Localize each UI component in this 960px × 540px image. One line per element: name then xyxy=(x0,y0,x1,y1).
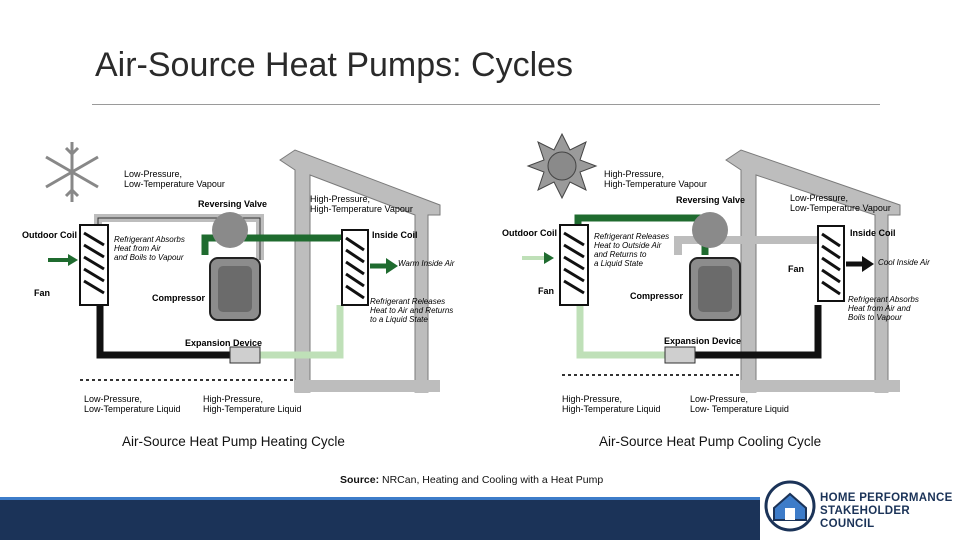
cooling-caption: Air-Source Heat Pump Cooling Cycle xyxy=(599,434,822,449)
heat-label-bot-low2: Low-Temperature Liquid xyxy=(84,404,181,414)
heat-label-warm: Warm Inside Air xyxy=(398,259,455,268)
house-wall-base xyxy=(741,380,900,392)
cool-label-bot-high1: High-Pressure, xyxy=(562,394,622,404)
pipe-high-liquid xyxy=(260,305,344,359)
heat-label-absorbs3: and Boils to Vapour xyxy=(114,253,184,262)
cool-label-fan-out: Fan xyxy=(538,286,554,296)
reversing-valve xyxy=(692,212,728,248)
logo-wordmark: HOME PERFORMANCE STAKEHOLDER COUNCIL xyxy=(820,492,960,531)
cool-label-compressor: Compressor xyxy=(630,291,684,301)
heat-label-top-low2: Low-Temperature Vapour xyxy=(124,179,225,189)
sun-icon xyxy=(526,132,598,200)
outdoor-coil xyxy=(559,224,589,306)
outdoor-coil xyxy=(79,224,109,306)
page-title: Air-Source Heat Pumps: Cycles xyxy=(95,46,574,84)
cool-label-top-low2: Low-Temperature Vapour xyxy=(790,203,891,213)
cool-label-fan-in: Fan xyxy=(788,264,804,274)
footer-accent-stripe xyxy=(0,497,760,502)
expansion-device xyxy=(229,346,261,364)
heat-label-releases2: Heat to Air and Returns xyxy=(370,306,453,315)
source-label: Source: xyxy=(340,474,380,486)
pipe-high-vapour xyxy=(201,234,344,255)
inside-coil xyxy=(341,229,369,306)
pipe-low-liquid xyxy=(96,300,230,359)
heat-label-bot-high2: High-Temperature Liquid xyxy=(203,404,302,414)
heat-label-releases1: Refrigerant Releases xyxy=(370,297,445,306)
heat-label-bot-low1: Low-Pressure, xyxy=(84,394,142,404)
cool-label-absorbs1: Refrigerant Absorbs xyxy=(848,295,919,304)
heat-label-top-high2: High-Temperature Vapour xyxy=(310,204,413,214)
heat-label-compressor: Compressor xyxy=(152,293,206,303)
heat-label-inside-coil: Inside Coil xyxy=(372,230,418,240)
hpsc-logo-icon xyxy=(764,480,816,532)
logo-line1: HOME PERFORMANCE xyxy=(820,492,953,504)
cool-label-releases1: Refrigerant Releases xyxy=(594,232,669,241)
snowflake-icon xyxy=(45,142,99,202)
heat-label-bot-high1: High-Pressure, xyxy=(203,394,263,404)
cool-label-expansion: Expansion Device xyxy=(664,336,741,346)
cool-label-releases4: a Liquid State xyxy=(594,259,643,268)
inside-coil xyxy=(817,225,845,302)
heat-label-top-high: High-Pressure, xyxy=(310,194,370,204)
source-citation: Source: NRCan, Heating and Cooling with … xyxy=(340,474,603,486)
cool-label-top-low: Low-Pressure, xyxy=(790,193,848,203)
heating-cycle-diagram: Low-Pressure, Low-Temperature Vapour Rev… xyxy=(22,142,455,414)
cool-label-bot-low2: Low- Temperature Liquid xyxy=(690,404,789,414)
heat-label-expansion: Expansion Device xyxy=(185,338,262,348)
pipe-high-liquid xyxy=(576,300,665,359)
expansion-device xyxy=(664,346,696,364)
heat-label-outdoor-coil: Outdoor Coil xyxy=(22,230,77,240)
heat-label-absorbs1: Refrigerant Absorbs xyxy=(114,235,185,244)
heat-label-absorbs2: Heat from Air xyxy=(114,244,161,253)
cool-label-top-high: High-Pressure, xyxy=(604,169,664,179)
title-divider xyxy=(92,104,880,105)
cool-label-inside-coil: Inside Coil xyxy=(850,228,896,238)
heat-label-top-low: Low-Pressure, xyxy=(124,169,182,179)
heat-label-releases3: to a Liquid State xyxy=(370,315,428,324)
cool-label-cool: Cool Inside Air xyxy=(878,258,930,267)
heating-caption: Air-Source Heat Pump Heating Cycle xyxy=(122,434,345,449)
cool-label-outdoor-coil: Outdoor Coil xyxy=(502,228,557,238)
cool-label-bot-high2: High-Temperature Liquid xyxy=(562,404,661,414)
source-text: NRCan, Heating and Cooling with a Heat P… xyxy=(379,474,604,486)
cool-label-reversing: Reversing Valve xyxy=(676,195,745,205)
logo-line2: STAKEHOLDER COUNCIL xyxy=(820,505,910,530)
pipe-low-liquid xyxy=(695,305,822,359)
cool-label-releases3: and Returns to xyxy=(594,250,647,259)
reversing-valve xyxy=(212,212,248,248)
cool-label-releases2: Heat to Outside Air xyxy=(594,241,662,250)
cool-label-absorbs2: Heat from Air and xyxy=(848,304,911,313)
heat-label-fan: Fan xyxy=(34,288,50,298)
cool-label-absorbs3: Boils to Vapour xyxy=(848,313,902,322)
heat-label-reversing: Reversing Valve xyxy=(198,199,267,209)
cool-label-top-high2: High-Temperature Vapour xyxy=(604,179,707,189)
cooling-cycle-diagram: High-Pressure, High-Temperature Vapour R… xyxy=(502,132,930,414)
house-wall-base xyxy=(295,380,440,392)
cool-label-bot-low1: Low-Pressure, xyxy=(690,394,748,404)
footer-band xyxy=(0,500,760,540)
